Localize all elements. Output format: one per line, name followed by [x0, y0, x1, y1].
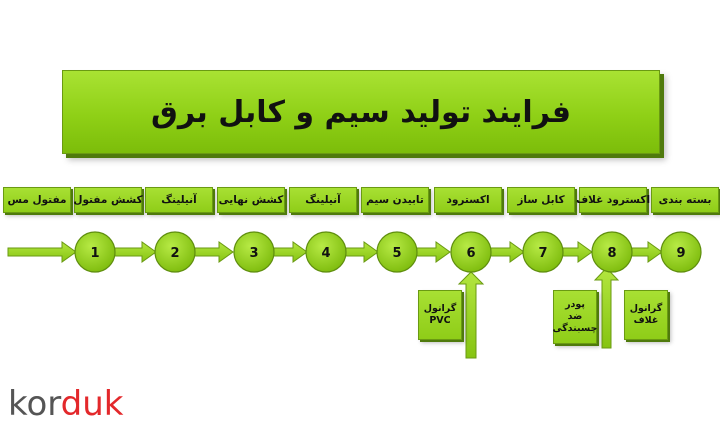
flow-arrow [194, 241, 234, 263]
node-number: 6 [466, 246, 475, 261]
input-arrow-pvc [457, 271, 485, 359]
diagram-title: فرایند تولید سیم و کابل برق [151, 94, 571, 130]
step-label-packaging: بسته بندی [651, 187, 719, 213]
flow-arrow [345, 241, 379, 263]
step-label-copper-rod: مفتول مس [3, 187, 71, 213]
process-nodes [74, 231, 702, 273]
flow-arrow [416, 241, 451, 263]
node-2 [154, 231, 196, 273]
flow-arrow [273, 241, 308, 263]
input-anti-stick-powder: پودر ضد چسبندگی [553, 290, 597, 344]
node-3 [233, 231, 275, 273]
step-label-cabling: کابل ساز [507, 187, 575, 213]
node-4 [305, 231, 347, 273]
node-number: 9 [676, 246, 685, 261]
node-number: 2 [170, 246, 179, 261]
node-5 [376, 231, 418, 273]
step-label-sheath-extrusion: اکسترود غلاف [576, 187, 650, 213]
step-label-extrusion: اکسترود [434, 187, 502, 213]
korduk-logo: korduk [8, 384, 124, 424]
node-6 [450, 231, 492, 273]
flow-arrow [114, 241, 157, 263]
node-number: 1 [90, 246, 99, 261]
node-number: 5 [392, 246, 401, 261]
step-label-rod-drawing: کشش مفتول [73, 187, 143, 213]
flow-arrows [7, 241, 663, 263]
step-label-stranding: تابیدن سیم [361, 187, 429, 213]
node-1 [74, 231, 116, 273]
node-number: 7 [538, 246, 547, 261]
input-pvc-granule: گرانول PVC [418, 290, 462, 340]
node-number: 8 [607, 246, 616, 261]
node-number: 3 [249, 246, 258, 261]
flow-arrow [631, 241, 663, 263]
node-7 [522, 231, 564, 273]
input-arrow-anti-stick [593, 267, 620, 349]
flow-arrow [490, 241, 525, 263]
title-banner: فرایند تولید سیم و کابل برق [62, 70, 660, 154]
flow-arrow [7, 241, 77, 263]
step-label-annealing-2: آنیلینگ [289, 187, 357, 213]
node-8 [591, 231, 633, 273]
input-arrows [457, 267, 620, 359]
flow-arrow [562, 241, 593, 263]
logo-part-1: kor [8, 384, 61, 424]
step-label-annealing-1: آنیلینگ [145, 187, 213, 213]
input-sheath-granule: گرانول غلاف [624, 290, 668, 340]
logo-part-2: duk [60, 384, 124, 424]
node-9 [660, 231, 702, 273]
step-label-final-drawing: کشش نهایی [217, 187, 285, 213]
node-number: 4 [321, 246, 330, 261]
